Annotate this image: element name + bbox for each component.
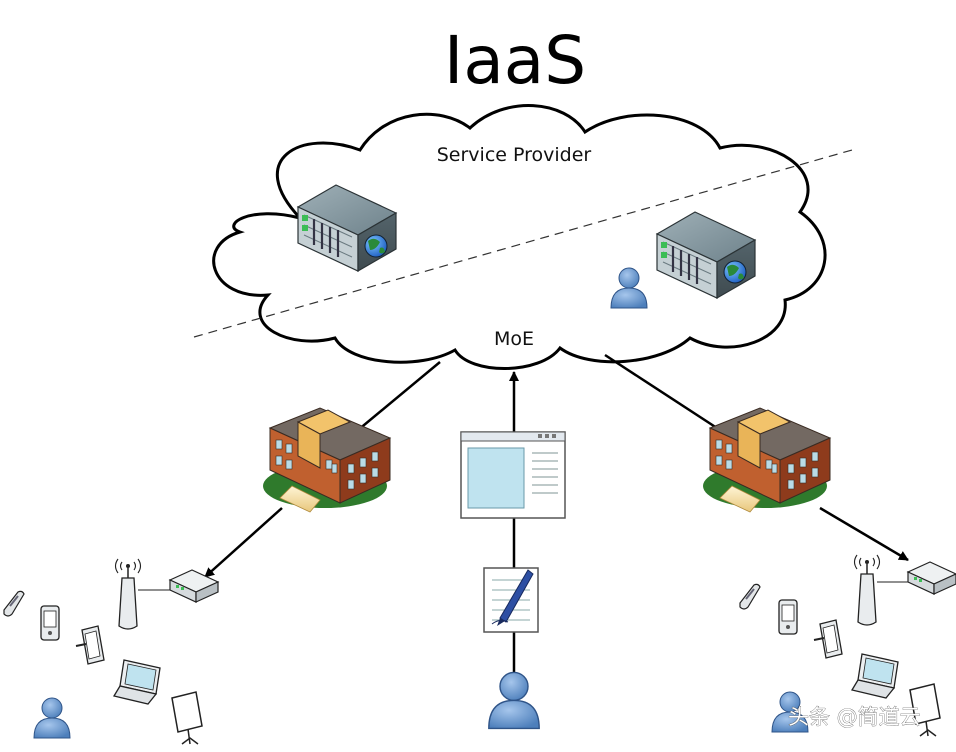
moe-label: MoE bbox=[494, 328, 534, 350]
browser-window-icon bbox=[460, 431, 566, 519]
cell-phone-icon bbox=[739, 583, 761, 610]
user-icon bbox=[488, 671, 540, 730]
wireless-access-point-icon bbox=[114, 558, 142, 630]
pda-icon bbox=[40, 605, 60, 641]
globe-icon bbox=[364, 234, 388, 258]
user-icon bbox=[33, 697, 71, 739]
laptop-icon bbox=[851, 653, 899, 699]
pda-icon bbox=[778, 599, 798, 635]
divider-dashed-line bbox=[193, 149, 853, 338]
building-icon bbox=[702, 407, 831, 513]
router-icon bbox=[907, 561, 956, 595]
document-pen-icon bbox=[483, 567, 539, 633]
service-provider-label: Service Provider bbox=[437, 144, 592, 166]
router-icon bbox=[169, 569, 219, 603]
arrow-to-router bbox=[204, 507, 283, 578]
tablet-icon bbox=[813, 619, 843, 659]
cloud-shape bbox=[212, 104, 827, 370]
connector-line bbox=[604, 353, 721, 432]
tablet-icon bbox=[75, 625, 105, 665]
building-icon bbox=[262, 407, 391, 513]
wireless-access-point-icon bbox=[853, 554, 881, 626]
globe-icon bbox=[723, 260, 747, 284]
watermark-text: 头条 @简道云 bbox=[788, 705, 921, 729]
laptop-icon bbox=[113, 659, 161, 705]
presentation-board-icon bbox=[171, 691, 203, 745]
cell-phone-icon bbox=[3, 590, 25, 617]
arrow-to-router bbox=[819, 506, 909, 562]
diagram-title: IaaS bbox=[444, 22, 586, 99]
